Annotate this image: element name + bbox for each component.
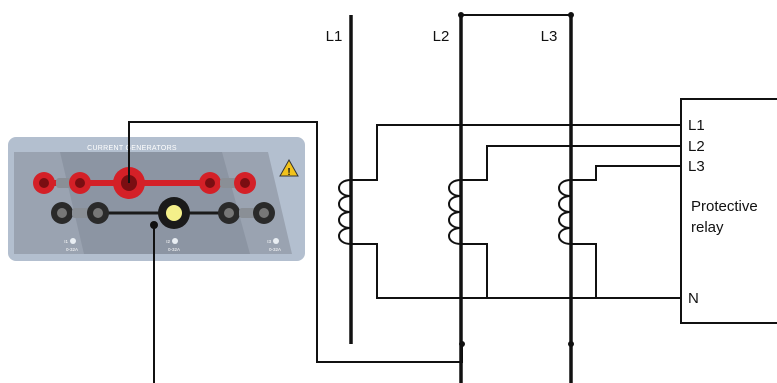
ct-coil-l2: [448, 179, 462, 245]
output-label-2: I2: [166, 239, 170, 244]
secondary-wire-l2: [461, 145, 681, 181]
protective-relay: L1 L2 L3 N Protective relay: [680, 98, 777, 324]
neutral-terminal-center[interactable]: [158, 197, 190, 229]
panel-title: CURRENT GENERATORS: [87, 145, 177, 152]
output-range-3: 0-32A: [269, 247, 281, 252]
output-label-3: I3: [267, 239, 271, 244]
output-label-1: I1: [64, 239, 68, 244]
current-generators-panel: CURRENT GENERATORS !: [8, 137, 305, 261]
relay-box: [680, 98, 777, 324]
neutral-tap-l3: [571, 243, 597, 298]
relay-terminal-l2: L2: [688, 138, 705, 155]
line-l1-label: L1: [326, 28, 343, 45]
neutral-tap-l2: [461, 243, 488, 298]
relay-terminal-l3: L3: [688, 158, 705, 175]
ct-coil-l1: [338, 179, 352, 245]
ct-coil-l3: [558, 179, 572, 245]
red-terminal-right[interactable]: [234, 172, 256, 194]
black-terminal-4[interactable]: [218, 202, 240, 224]
junction-l3-top: [568, 12, 574, 18]
secondary-wire-l1: [351, 124, 681, 181]
secondary-wire-l3: [571, 165, 681, 181]
output-indicator-3: I3 0-32A: [267, 238, 281, 252]
line-l2-label: L2: [433, 28, 450, 45]
black-terminal-right[interactable]: [253, 202, 275, 224]
warning-icon: !: [279, 158, 299, 178]
relay-title-line2: relay: [691, 219, 724, 236]
relay-title-line1: Protective: [691, 198, 758, 215]
panel-center-plate: [60, 152, 252, 254]
relay-terminal-l1: L1: [688, 117, 705, 134]
test-wire-black-junction: [150, 221, 158, 229]
relay-terminal-n: N: [688, 290, 699, 307]
red-terminal-2[interactable]: [69, 172, 91, 194]
junction-l2-top: [458, 12, 464, 18]
red-terminal-4[interactable]: [199, 172, 221, 194]
line-l3-label: L3: [541, 28, 558, 45]
output-indicator-2: I2 0-32A: [166, 238, 180, 252]
output-range-2: 0-32A: [168, 247, 180, 252]
junction-l2-bottom: [459, 341, 465, 347]
neutral-wire: [351, 243, 681, 299]
black-terminal-left[interactable]: [51, 202, 73, 224]
black-terminal-2[interactable]: [87, 202, 109, 224]
junction-l3-bottom: [568, 341, 574, 347]
output-indicator-1: I1 0-32A: [64, 238, 78, 252]
output-range-1: 0-32A: [66, 247, 78, 252]
red-terminal-left[interactable]: [33, 172, 55, 194]
svg-text:!: !: [287, 167, 290, 178]
